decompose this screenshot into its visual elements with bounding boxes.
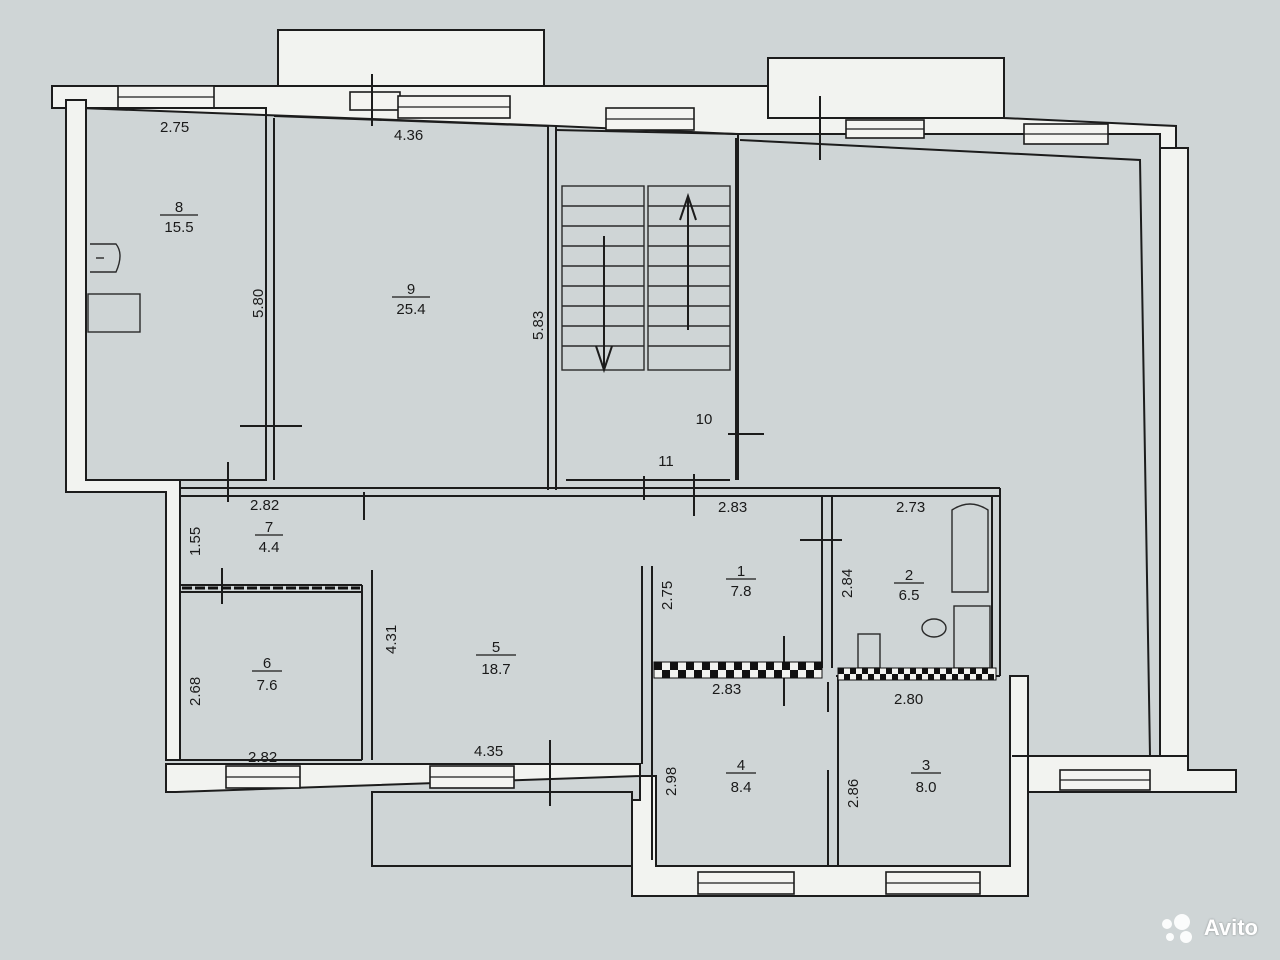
checkered-partitions: [182, 586, 997, 681]
room-area: 7.8: [731, 583, 752, 600]
room-5-label: 5 18.7: [476, 639, 516, 678]
dimension-label: 2.82: [250, 497, 279, 514]
dimension-label: 5.83: [530, 311, 547, 340]
watermark-text: Avito: [1203, 915, 1258, 940]
dimension-label: 2.83: [718, 499, 747, 516]
dimension-label: 1.55: [187, 527, 204, 556]
room-number: 6: [263, 655, 271, 672]
room-11-number: 11: [658, 453, 674, 470]
room-number: 5: [492, 639, 500, 656]
dimension-labels: 2.75 4.36 5.80 5.83 2.82 1.55 4.31 2.68 …: [160, 119, 925, 808]
room-number: 9: [407, 281, 415, 298]
room-8-label: 8 15.5: [160, 199, 198, 236]
room-area: 8.0: [916, 779, 937, 796]
room-area: 8.4: [731, 779, 752, 796]
dimension-label: 4.35: [474, 743, 503, 760]
dimension-label: 2.75: [659, 581, 676, 610]
room-number: 8: [175, 199, 183, 216]
dimension-label: 2.84: [839, 569, 856, 598]
balconies: [277, 29, 1005, 867]
room-7-label: 7 4.4: [255, 519, 283, 556]
room-10-number: 10: [696, 411, 713, 428]
room-1-label: 1 7.8: [726, 563, 756, 600]
dimension-label: 4.31: [383, 625, 400, 654]
room-labels: 8 15.5 9 25.4 7 4.4 6 7.6 5 18.7 1 7.8: [160, 199, 941, 796]
dimension-label: 2.80: [894, 691, 923, 708]
room-area: 25.4: [396, 301, 425, 318]
room-4-label: 4 8.4: [726, 757, 756, 796]
room-number: 4: [737, 757, 745, 774]
room-area: 6.5: [899, 587, 920, 604]
dimension-label: 2.83: [712, 681, 741, 698]
room-number: 3: [922, 757, 930, 774]
room-area: 4.4: [259, 539, 280, 556]
dimension-label: 2.86: [845, 779, 862, 808]
dimension-label: 2.98: [663, 767, 680, 796]
dimension-label: 2.75: [160, 119, 189, 136]
interior-walls: [85, 74, 1152, 866]
room-area: 7.6: [257, 677, 278, 694]
room-number: 2: [905, 567, 913, 584]
dimension-label: 2.73: [896, 499, 925, 516]
dimension-label: 5.80: [250, 289, 267, 318]
room-number: 1: [737, 563, 745, 580]
room-area: 15.5: [164, 219, 193, 236]
dimension-label: 2.82: [248, 749, 277, 766]
dimension-label: 2.68: [187, 677, 204, 706]
room-area: 18.7: [481, 661, 510, 678]
room-number: 7: [265, 519, 273, 536]
windows: [117, 85, 1151, 895]
dimension-label: 4.36: [394, 127, 423, 144]
room-9-label: 9 25.4: [392, 281, 430, 318]
avito-dots-logo-icon: [1161, 914, 1192, 943]
room-3-label: 3 8.0: [911, 757, 941, 796]
room-2-label: 2 6.5: [894, 567, 924, 604]
watermark: Avito: [1158, 912, 1258, 944]
room-6-label: 6 7.6: [252, 655, 282, 694]
